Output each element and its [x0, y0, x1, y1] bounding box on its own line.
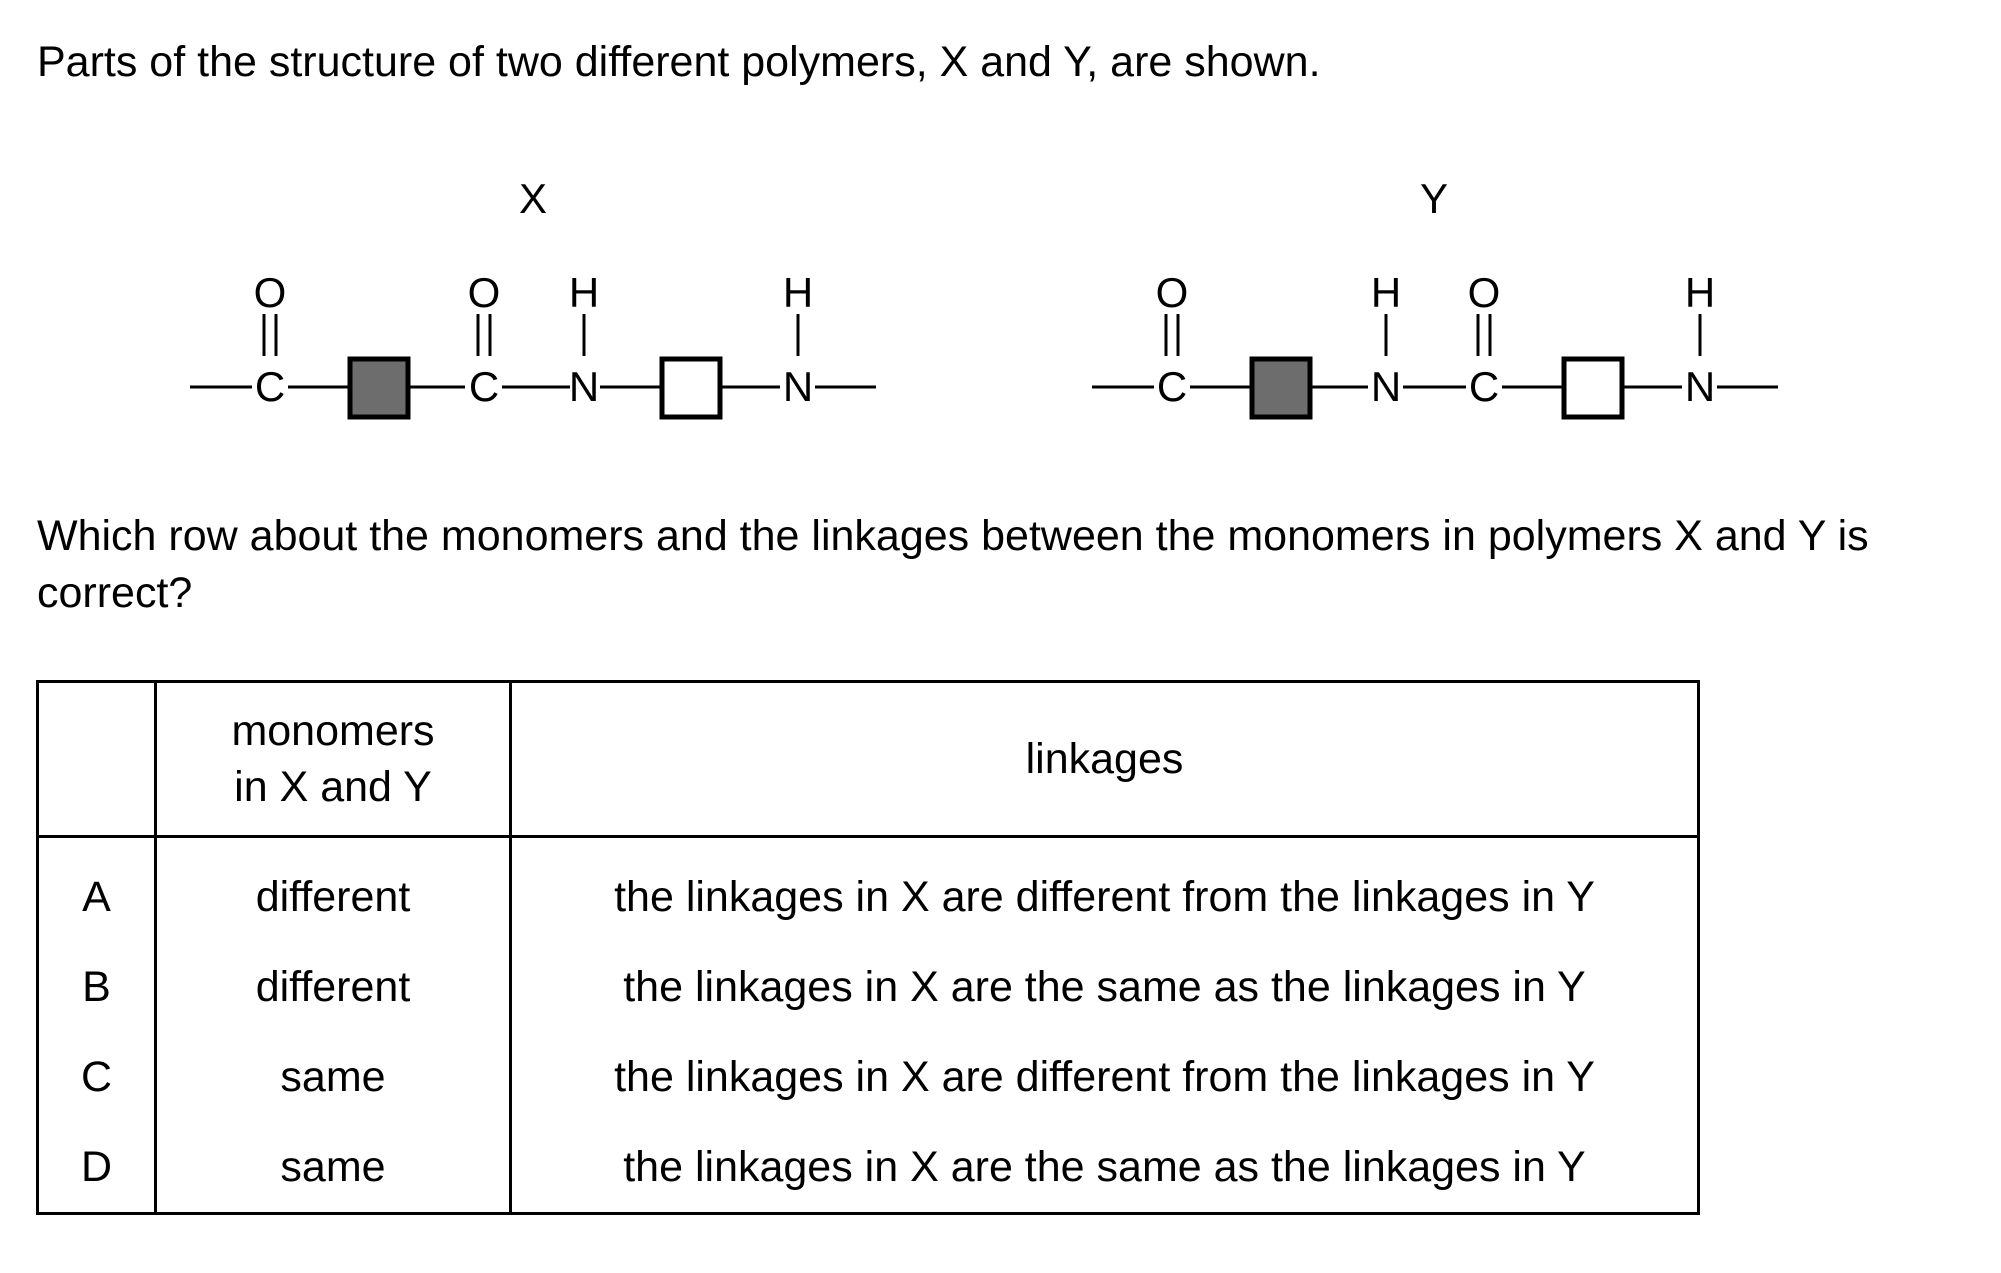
table-row[interactable]: A different the linkages in X are differ…: [36, 836, 1700, 942]
row-monomers: same: [154, 1122, 512, 1215]
y-hydrogen-1: H: [1371, 269, 1401, 316]
table-header-row: monomers in X and Y linkages: [36, 680, 1700, 838]
polymer-structures-diagram: X C O C O N H N H Y C: [190, 175, 1778, 420]
row-linkages: the linkages in X are different from the…: [509, 1032, 1700, 1122]
polymer-y-label: Y: [1420, 175, 1448, 222]
x-filled-monomer-block: [347, 356, 411, 420]
header-monomers-cell: monomers in X and Y: [154, 680, 512, 838]
x-empty-monomer-block: [659, 356, 723, 420]
y-nitrogen-1: N: [1371, 363, 1401, 410]
intro-text: Parts of the structure of two different …: [37, 38, 1321, 86]
row-letter: A: [36, 836, 157, 942]
row-monomers: different: [154, 942, 512, 1032]
row-letter: D: [36, 1122, 157, 1215]
y-nitrogen-2: N: [1685, 363, 1715, 410]
y-oxygen-2: O: [1468, 269, 1501, 316]
row-letter: B: [36, 942, 157, 1032]
x-nitrogen-2: N: [783, 363, 813, 410]
row-monomers: same: [154, 1032, 512, 1122]
table-row[interactable]: B different the linkages in X are the sa…: [36, 942, 1700, 1032]
answer-table: monomers in X and Y linkages A different…: [36, 680, 1700, 1215]
polymer-y-structure: Y C O N H C O N H: [1092, 175, 1778, 420]
x-oxygen-2: O: [468, 269, 501, 316]
polymer-x-label: X: [519, 175, 547, 222]
x-hydrogen-2: H: [783, 269, 813, 316]
header-letter-cell: [36, 680, 157, 838]
x-carbon-2: C: [469, 363, 499, 410]
y-oxygen-1: O: [1156, 269, 1189, 316]
polymer-x-structure: X C O C O N H N H: [190, 175, 876, 420]
row-monomers: different: [154, 836, 512, 942]
y-empty-monomer-block: [1561, 356, 1625, 420]
x-nitrogen-1: N: [569, 363, 599, 410]
y-carbon-1: C: [1157, 363, 1187, 410]
x-hydrogen-1: H: [569, 269, 599, 316]
header-linkages-cell: linkages: [509, 680, 1700, 838]
question-text: Which row about the monomers and the lin…: [37, 512, 1869, 617]
y-carbon-2: C: [1469, 363, 1499, 410]
x-carbon-1: C: [255, 363, 285, 410]
header-monomers-line1: monomers: [231, 707, 435, 755]
row-linkages: the linkages in X are different from the…: [509, 836, 1700, 942]
table-row[interactable]: D same the linkages in X are the same as…: [36, 1122, 1700, 1215]
y-filled-monomer-block: [1249, 356, 1313, 420]
row-linkages: the linkages in X are the same as the li…: [509, 1122, 1700, 1215]
row-letter: C: [36, 1032, 157, 1122]
header-monomers-line2: in X and Y: [234, 763, 432, 811]
y-hydrogen-2: H: [1685, 269, 1715, 316]
x-oxygen-1: O: [254, 269, 287, 316]
table-row[interactable]: C same the linkages in X are different f…: [36, 1032, 1700, 1122]
row-linkages: the linkages in X are the same as the li…: [509, 942, 1700, 1032]
